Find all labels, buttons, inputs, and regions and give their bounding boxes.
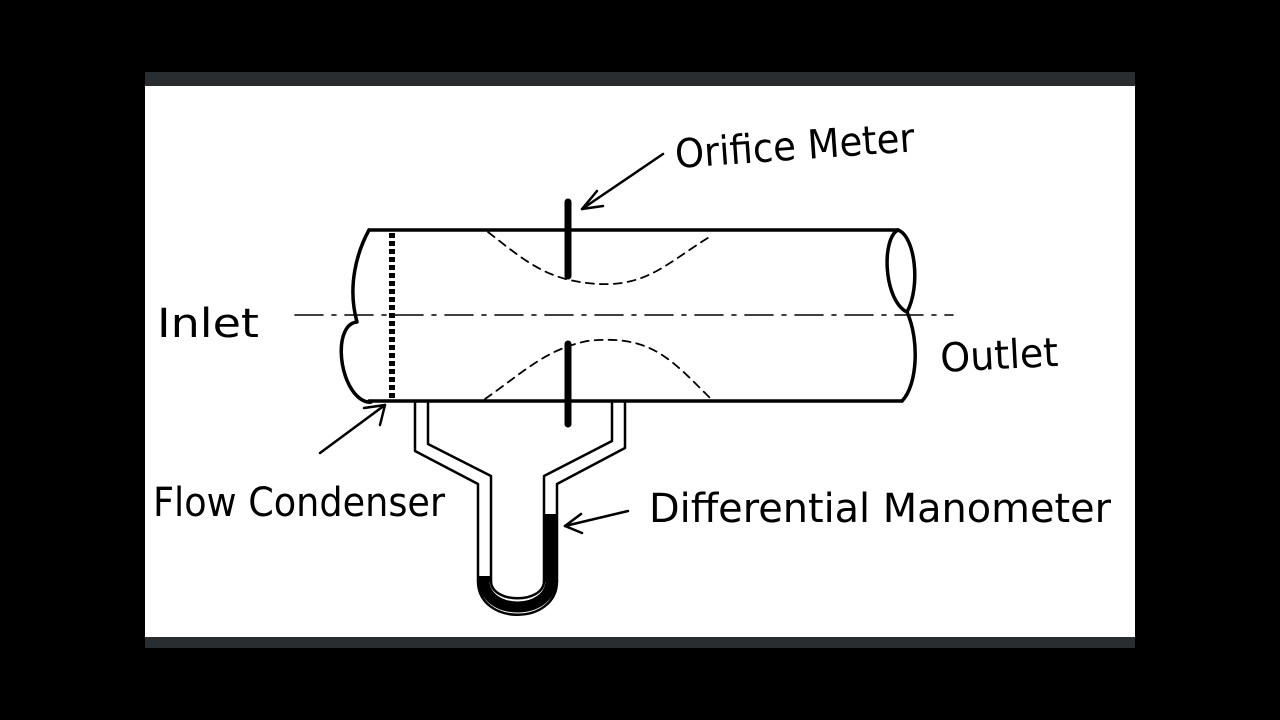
manometer-left-inner (426, 400, 493, 583)
label-flow-condenser: Flow Condenser (153, 480, 446, 526)
pipe-inlet-break (339, 228, 373, 404)
pointer-arrows (318, 152, 665, 535)
arrow-differential-manometer (563, 509, 630, 528)
arrow-differential-manometer-head (563, 512, 584, 535)
label-outlet: Outlet (939, 330, 1059, 382)
manometer-left-outer (413, 400, 480, 583)
label-inlet: Inlet (157, 301, 259, 347)
arrow-flow-condenser (318, 403, 387, 455)
label-orifice-meter: Orifice Meter (673, 115, 916, 178)
manometer-right-outer (555, 400, 627, 583)
pipe-outlet-end (896, 228, 917, 403)
arrow-orifice-meter (580, 152, 665, 211)
pipe (339, 228, 917, 404)
arrow-flow-condenser-head (362, 403, 387, 427)
manometer-right-inner (542, 400, 614, 583)
diagram-panel: Orifice Meter Inlet Outlet Flow Condense… (145, 86, 1135, 637)
manometer-u-inner (489, 579, 546, 600)
flow-streamline-lower (484, 339, 712, 400)
frame-top-bar (145, 72, 1135, 86)
manometer-fluid-bottom (478, 579, 557, 613)
label-differential-manometer: Differential Manometer (649, 486, 1112, 532)
frame-bottom-bar (145, 637, 1135, 648)
arrow-orifice-meter-head (580, 189, 605, 211)
manometer-u-outer (476, 579, 559, 616)
flow-streamline-upper (487, 231, 712, 285)
orifice-meter-diagram: Orifice Meter Inlet Outlet Flow Condense… (153, 115, 1112, 616)
differential-manometer (413, 400, 627, 616)
pipe-outlet-rim (885, 228, 907, 313)
